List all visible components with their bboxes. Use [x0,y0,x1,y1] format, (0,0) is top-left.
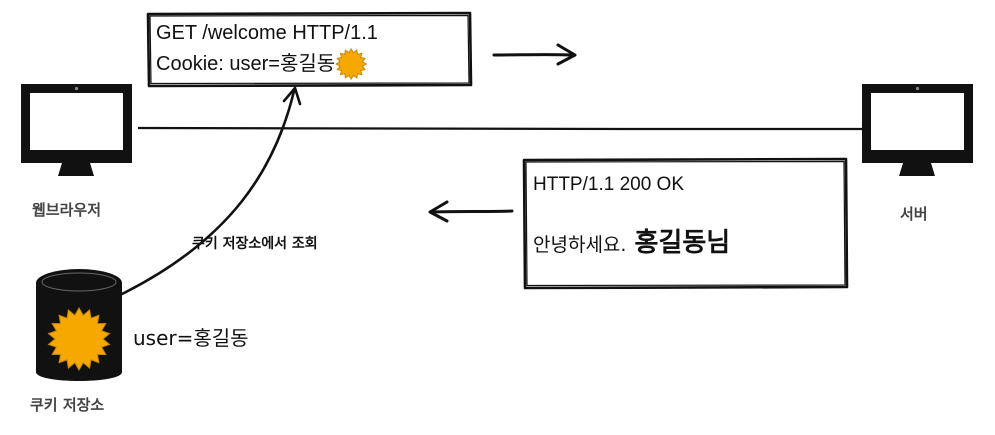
connection-line [137,126,863,131]
stored-cookie-value: user=홍길동 [133,326,249,350]
server-monitor-icon [862,84,973,176]
greeting-text: 안녕하세요. [533,234,627,256]
greeting-name: 홍길동님 [634,228,731,258]
cookie-store-label: 쿠키 저장소 [30,396,105,414]
request-cookie-header: Cookie: user=홍길동 [156,53,336,75]
response-status-line: HTTP/1.1 200 OK [533,174,685,195]
request-line: GET /welcome HTTP/1.1 [156,22,378,44]
browser-monitor-icon [21,84,132,176]
cookie-icon [47,306,111,372]
cookie-lookup-label: 쿠키 저장소에서 조회 [192,236,318,252]
request-box [146,11,473,88]
server-label: 서버 [900,205,928,223]
response-body: 안녕하세요. 홍길동님 [533,228,730,259]
request-arrow [492,43,577,66]
browser-label: 웹브라우저 [32,201,102,219]
response-arrow [428,200,514,223]
cookie-lookup-arrow [120,86,302,296]
response-box [522,157,849,290]
cookie-icon [335,48,368,80]
